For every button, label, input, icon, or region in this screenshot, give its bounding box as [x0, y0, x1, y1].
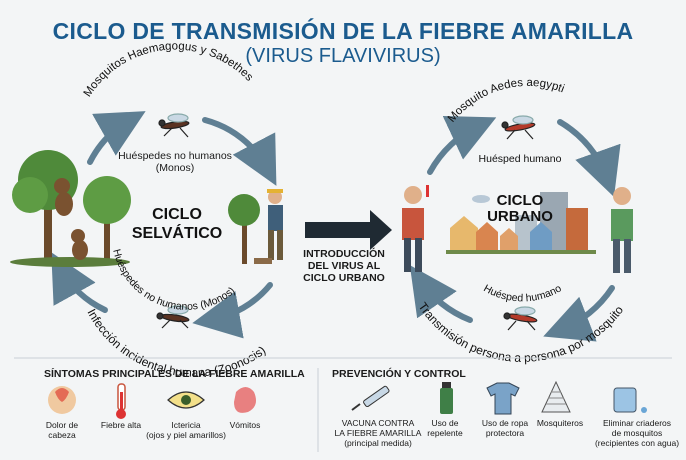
urban-host-label-top: Huésped humano [478, 153, 562, 165]
sylvatic-host-label-top: Huéspedes no humanos (Monos) [118, 150, 232, 174]
introduction-arrow [305, 210, 392, 250]
syringe-icon [351, 385, 390, 411]
prevention-label: Uso de repelente [427, 418, 463, 438]
city-buildings-icon [446, 192, 596, 254]
mosquito-icon [503, 306, 538, 331]
symptoms-heading: SÍNTOMAS PRINCIPALES DE LA FIEBRE AMARIL… [44, 368, 305, 380]
urban-cycle-label: CICLO URBANO [487, 192, 553, 225]
prevention-label: VACUNA CONTRA LA FIEBRE AMARILLA (princi… [334, 418, 422, 448]
symptom-label: Dolor de cabeza [45, 420, 79, 440]
forest-worker-icon [228, 189, 283, 264]
symptom-label: Vómitos [229, 420, 261, 430]
symptom-label: Fiebre alta [100, 420, 142, 430]
eye-icon [167, 391, 205, 409]
stomach-icon [234, 387, 256, 413]
urban-mosquito-label: Mosquito Aedes aegypti [446, 77, 566, 125]
sylvatic-cycle-arrows [51, 111, 277, 339]
repellent-icon [440, 382, 453, 414]
thermometer-icon [116, 383, 126, 419]
urban-host-label-bottom: Huésped humano [481, 282, 563, 304]
sylvatic-host-label-bottom: Huéspedes no humanos (Monos) [110, 248, 237, 313]
symptom-label: Ictericia (ojos y piel amarillos) [146, 420, 226, 440]
water-container-icon [613, 387, 647, 413]
sylvatic-cycle-label: CICLO SELVÁTICO [131, 206, 223, 242]
sick-person-icon [402, 185, 429, 272]
mosquito-icon [501, 115, 536, 140]
page-subtitle: (VIRUS FLAVIVIRUS) [245, 45, 441, 67]
healthy-person-icon [611, 187, 633, 273]
monkey-icon [54, 178, 88, 260]
mosquito-icon [158, 113, 190, 138]
page-title: CICLO DE TRANSMISIÓN DE LA FIEBRE AMARIL… [52, 18, 634, 44]
mosquito-icon [156, 305, 190, 329]
prevention-heading: PREVENCIÓN Y CONTROL [332, 368, 466, 380]
introduction-label: INTRODUCCIÓN DEL VIRUS AL CICLO URBANO [303, 248, 385, 284]
shirt-icon [486, 382, 520, 415]
urban-cycle-arrows [409, 115, 621, 342]
mosquito-net-icon [541, 380, 571, 413]
prevention-label: Eliminar criaderos de mosquitos (recipie… [594, 418, 680, 448]
head-pain-icon [48, 386, 76, 414]
prevention-label: Mosquiteros [536, 418, 584, 428]
prevention-label: Uso de ropa protectora [481, 418, 529, 438]
